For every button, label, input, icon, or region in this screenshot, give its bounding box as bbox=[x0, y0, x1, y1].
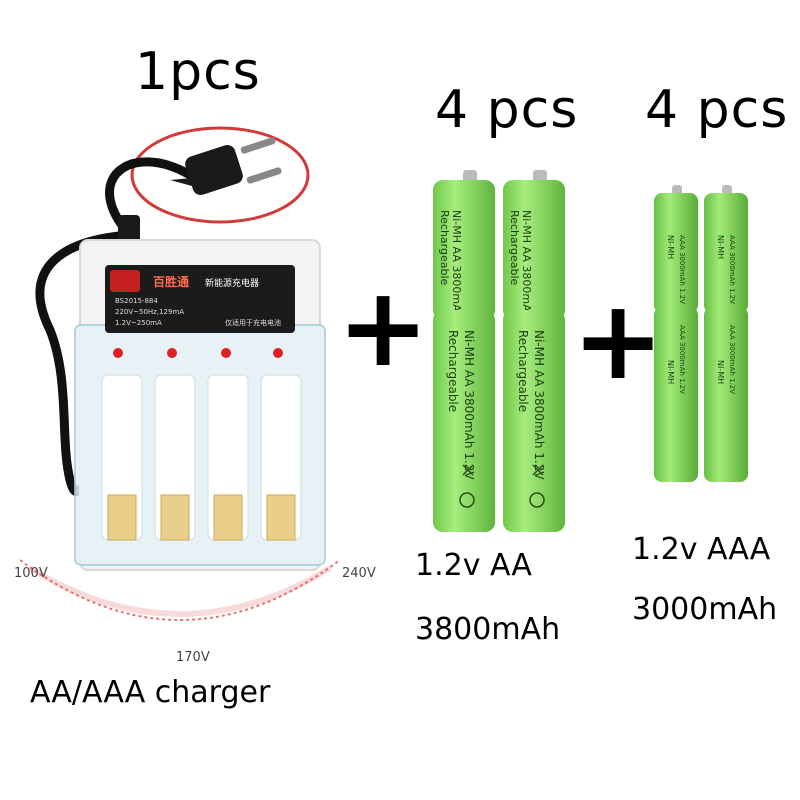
led-indicator bbox=[167, 348, 177, 358]
aa-batteries-illustration: Ni-MH AA 3800mAh 1.2V Rechargeable Ni-MH… bbox=[433, 170, 565, 532]
svg-text:AAA 3000mAh 1.2V: AAA 3000mAh 1.2V bbox=[728, 325, 736, 394]
aaa-battery: NI-MH AAA 3000mAh 1.2V bbox=[704, 185, 748, 313]
voltage-bottom-label: 170V bbox=[176, 650, 210, 665]
label-brand: 百胜通 bbox=[153, 274, 189, 289]
label-note: 仅适用于充电电池 bbox=[225, 318, 281, 327]
aaa-battery: NI-MH AAA 3000mAh 1.2V bbox=[704, 307, 748, 482]
aaa-battery: NI-MH AAA 3000mAh 1.2V bbox=[654, 185, 698, 313]
aa-qty-label: 4 pcs bbox=[435, 80, 579, 140]
svg-text:NI-MH: NI-MH bbox=[666, 235, 675, 259]
svg-text:AAA 3000mAh 1.2V: AAA 3000mAh 1.2V bbox=[728, 235, 736, 304]
svg-text:Rechargeable: Rechargeable bbox=[516, 330, 530, 412]
led-indicator bbox=[221, 348, 231, 358]
voltage-range-arc bbox=[20, 559, 341, 621]
aaa-voltage-label: 1.2v AAA bbox=[632, 532, 771, 567]
aa-battery: Ni-MH AA 3800mAh 1.2V Rechargeable bbox=[503, 310, 565, 532]
aaa-qty-label: 4 pcs bbox=[645, 80, 789, 140]
label-title: 新能源充电器 bbox=[205, 277, 259, 289]
svg-text:NI-MH: NI-MH bbox=[716, 235, 725, 259]
plus-sign-1: + bbox=[337, 263, 430, 391]
aaa-battery: NI-MH AAA 3000mAh 1.2V bbox=[654, 307, 698, 482]
svg-text:Ni-MH AA 3800mAh 1.2V: Ni-MH AA 3800mAh 1.2V bbox=[462, 330, 476, 480]
svg-text:Rechargeable: Rechargeable bbox=[446, 330, 460, 412]
svg-text:Rechargeable: Rechargeable bbox=[508, 210, 521, 286]
svg-text:Rechargeable: Rechargeable bbox=[438, 210, 451, 286]
voltage-right-label: 240V bbox=[342, 566, 376, 581]
voltage-left-label: 100V bbox=[14, 566, 48, 581]
svg-text:NI-MH: NI-MH bbox=[666, 360, 675, 384]
aa-battery: Ni-MH AA 3800mAh 1.2V Rechargeable bbox=[433, 310, 495, 532]
led-indicator bbox=[273, 348, 283, 358]
aaa-capacity-label: 3000mAh bbox=[632, 592, 778, 627]
plus-sign-2: + bbox=[572, 276, 665, 404]
svg-text:NI-MH: NI-MH bbox=[716, 360, 725, 384]
aa-voltage-label: 1.2v AA bbox=[415, 548, 532, 583]
aa-capacity-label: 3800mAh bbox=[415, 612, 561, 647]
label-model: BS2015-884 bbox=[115, 297, 158, 305]
charger-caption: AA/AAA charger bbox=[30, 675, 271, 710]
charger-illustration: 百胜通 新能源充电器 BS2015-884 220V~50Hz,129mA 1.… bbox=[20, 126, 341, 621]
svg-text:Ni-MH AA 3800mAh 1.2V: Ni-MH AA 3800mAh 1.2V bbox=[532, 330, 546, 480]
aaa-batteries-illustration: NI-MH AAA 3000mAh 1.2V NI-MH AAA 3000mAh… bbox=[654, 185, 748, 482]
label-input: 220V~50Hz,129mA bbox=[115, 308, 184, 316]
charger-label-sticker bbox=[105, 265, 295, 333]
svg-text:AAA 3000mAh 1.2V: AAA 3000mAh 1.2V bbox=[678, 325, 686, 394]
label-output: 1.2V~250mA bbox=[115, 319, 162, 327]
charger-qty-label: 1pcs bbox=[135, 42, 261, 102]
charger-slots bbox=[101, 374, 302, 541]
plug-icon bbox=[170, 137, 282, 195]
svg-text:AAA 3000mAh 1.2V: AAA 3000mAh 1.2V bbox=[678, 235, 686, 304]
led-indicator bbox=[113, 348, 123, 358]
power-cable bbox=[35, 157, 195, 485]
